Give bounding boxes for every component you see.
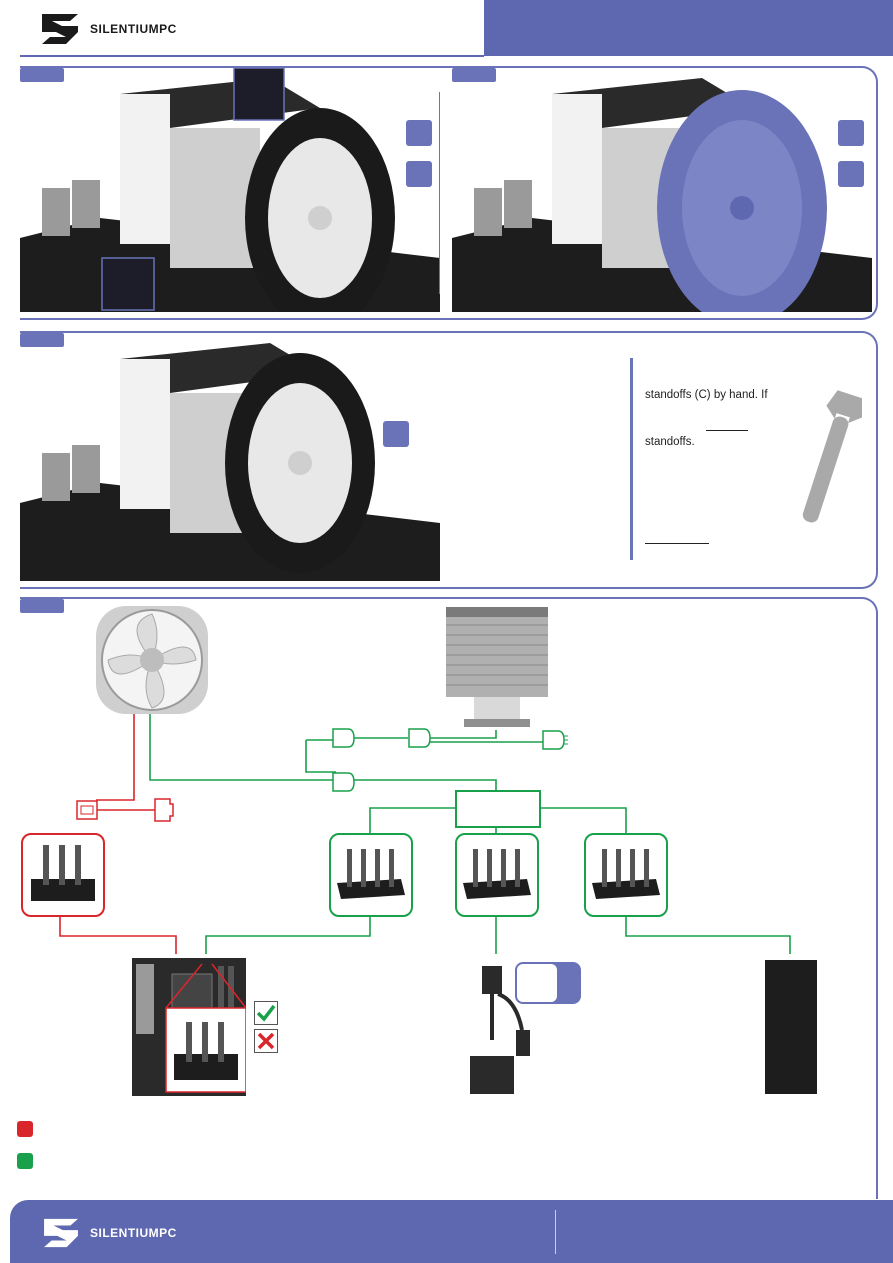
connector-green-3 (408, 728, 431, 748)
footer-brand-name: SILENTIUMPC (90, 1226, 177, 1240)
legend-green-swatch (17, 1153, 33, 1169)
connector-green-4 (542, 730, 568, 750)
instruction-underline-1 (706, 430, 748, 431)
connector-red-female (76, 800, 98, 820)
sata-adapter-image (470, 966, 530, 1094)
instruction-underline-2 (645, 543, 709, 544)
fan-image (96, 606, 208, 714)
instruction-line-1: standoffs (C) by hand. If (645, 389, 768, 401)
callout-b2 (838, 161, 864, 187)
step-badge-1a (20, 68, 64, 82)
connector-red-male (154, 798, 174, 822)
check-icon (254, 1001, 278, 1025)
wrench-icon (802, 390, 862, 523)
footer-band (10, 1200, 893, 1263)
header-band (484, 0, 893, 56)
wiring-diagram (59, 714, 791, 954)
header-box-3pin (21, 833, 105, 917)
header-box-4pin-3 (584, 833, 668, 917)
header-box-4pin-1 (329, 833, 413, 917)
cross-icon (254, 1029, 278, 1053)
callout-b1 (838, 120, 864, 146)
motherboard-image (132, 958, 246, 1096)
panel-step-3 (20, 597, 878, 1199)
footer-divider (555, 1210, 556, 1254)
panel-step-2 (20, 331, 878, 589)
footer-logo: SILENTIUMPC (40, 1217, 200, 1249)
cooler-image-black-fan (20, 68, 440, 312)
step-badge-3 (20, 599, 64, 613)
splitter-hub (455, 790, 541, 828)
accessory-badge (515, 962, 581, 1004)
callout-a1 (406, 120, 432, 146)
step-badge-2 (20, 333, 64, 347)
header-box-4pin-2 (455, 833, 539, 917)
header-rule (20, 55, 484, 57)
silentiumpc-logo-icon (44, 1218, 78, 1248)
step-badge-1b (452, 68, 496, 82)
header-logo: SILENTIUMPC (38, 12, 198, 46)
connector-green-2 (332, 772, 355, 792)
cooler-image-blue-fan (452, 78, 872, 312)
instruction-line-2: standoffs. (645, 436, 695, 448)
brand-name: SILENTIUMPC (90, 22, 177, 36)
callout-a2 (406, 161, 432, 187)
heatsink-image (446, 607, 548, 727)
cooler-image-mounted (20, 343, 440, 581)
legend-red-swatch (17, 1121, 33, 1137)
pc-case-image (765, 960, 817, 1094)
callout-c1 (383, 421, 409, 447)
connector-green-1 (332, 728, 355, 748)
panel-step-1 (20, 66, 878, 320)
silentiumpc-logo-icon (42, 14, 78, 44)
instruction-divider (630, 358, 633, 560)
